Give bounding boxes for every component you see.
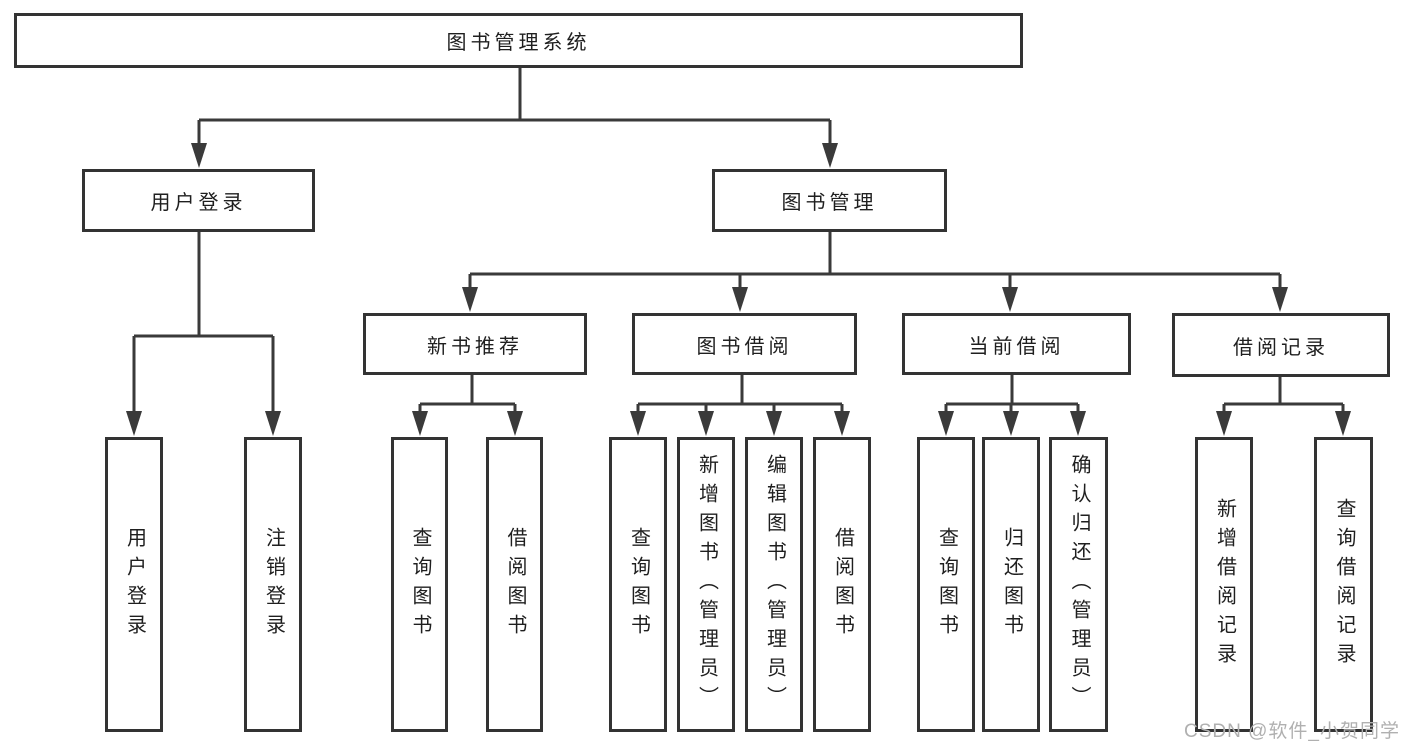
node-leaf-logout: 注销登录 [244,437,302,732]
node-label: 借阅图书 [831,526,854,643]
node-user-login-branch: 用户登录 [82,169,315,232]
node-leaf-query-books-2: 查询图书 [609,437,667,732]
node-label: 查询图书 [935,526,958,643]
node-leaf-edit-books-admin: 编辑图书（管理员） [745,437,803,732]
node-leaf-return-books: 归还图书 [982,437,1040,732]
connector-user-login-to-leaves [126,232,281,436]
node-label: 注销登录 [262,526,285,643]
node-leaf-query-books-1: 查询图书 [391,437,448,732]
node-label: 当前借阅 [968,335,1065,358]
node-label: 新增图书（管理员） [695,454,718,715]
node-leaf-confirm-return-admin: 确认归还（管理员） [1049,437,1108,732]
node-leaf-add-books-admin: 新增图书（管理员） [677,437,735,732]
node-label: 借阅图书 [504,526,526,643]
node-current-borrowing: 当前借阅 [902,313,1131,375]
node-new-book-recommendation: 新书推荐 [363,313,587,375]
connector-current-borrow-to-leaves [938,375,1086,436]
node-label: 查询图书 [627,526,650,643]
node-borrowing-records: 借阅记录 [1172,313,1390,377]
connector-borrow-records-to-leaves [1216,377,1351,436]
node-leaf-borrow-books-2: 借阅图书 [813,437,871,732]
node-label: 查询图书 [409,526,431,643]
node-leaf-user-login: 用户登录 [105,437,163,732]
connector-book-borrow-to-leaves [630,375,850,436]
node-label: 新书推荐 [427,335,523,358]
node-label: 确认归还（管理员） [1068,454,1090,715]
connector-root-to-branches [191,68,838,168]
node-label: 用户登录 [123,526,146,643]
node-label: 新增借阅记录 [1213,497,1236,672]
csdn-watermark: CSDN @软件_小贺同学 [1184,721,1400,742]
node-label: 图书借阅 [696,335,793,358]
node-leaf-borrow-books-1: 借阅图书 [486,437,543,732]
node-leaf-add-borrow-record: 新增借阅记录 [1195,437,1253,732]
node-leaf-query-books-3: 查询图书 [917,437,975,732]
node-label: 图书管理系统 [446,32,591,54]
node-library-management-system: 图书管理系统 [14,13,1023,68]
node-leaf-query-borrow-record: 查询借阅记录 [1314,437,1373,732]
node-label: 编辑图书（管理员） [763,454,786,715]
node-label: 用户登录 [150,192,247,214]
node-label: 查询借阅记录 [1333,497,1355,672]
node-label: 借阅记录 [1233,336,1329,359]
node-label: 归还图书 [1000,526,1023,643]
node-label: 图书管理 [781,192,878,214]
connector-book-management-to-groups [462,232,1288,312]
node-book-management-branch: 图书管理 [712,169,947,232]
node-book-borrowing: 图书借阅 [632,313,857,375]
connector-new-book-rec-to-leaves [412,375,523,436]
